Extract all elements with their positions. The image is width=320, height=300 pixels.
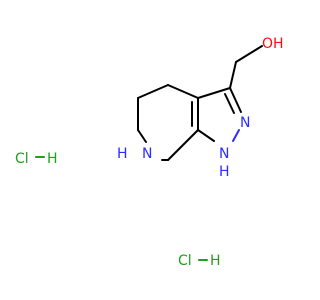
bond-c2-n bbox=[137, 129, 147, 143]
bond-ch2-o bbox=[235, 45, 263, 63]
bond-n2-n1 bbox=[232, 129, 240, 142]
bond-n1-c7a bbox=[197, 129, 215, 142]
pyrazole-n1-label: N bbox=[219, 146, 229, 162]
bond-c6-c7a bbox=[167, 129, 199, 161]
piperidine-nh-hydrogen-label: H bbox=[117, 146, 128, 162]
pyrazole-n2-label: N bbox=[240, 115, 250, 131]
bond-c3-n2 bbox=[229, 87, 242, 113]
salt1-h-label: H bbox=[47, 151, 58, 167]
piperidine-n-label: N bbox=[142, 146, 152, 162]
bond-c4-c3 bbox=[137, 84, 169, 99]
salt2-h-label: H bbox=[210, 253, 221, 269]
salt1-cl-label: Cl bbox=[15, 151, 29, 167]
hydroxyl-label: OH bbox=[262, 36, 284, 52]
structure-diagram: OH N N H H N Cl H Cl H bbox=[15, 36, 284, 269]
bond-c3-n2-double bbox=[224, 93, 235, 114]
bond-c3-ch2 bbox=[229, 61, 237, 89]
salt2-cl-label: Cl bbox=[178, 253, 192, 269]
bond-c4-c5 bbox=[167, 84, 199, 99]
pyrazole-n1-hydrogen-label: H bbox=[219, 164, 230, 180]
bond-c3a-c3 bbox=[197, 87, 231, 99]
